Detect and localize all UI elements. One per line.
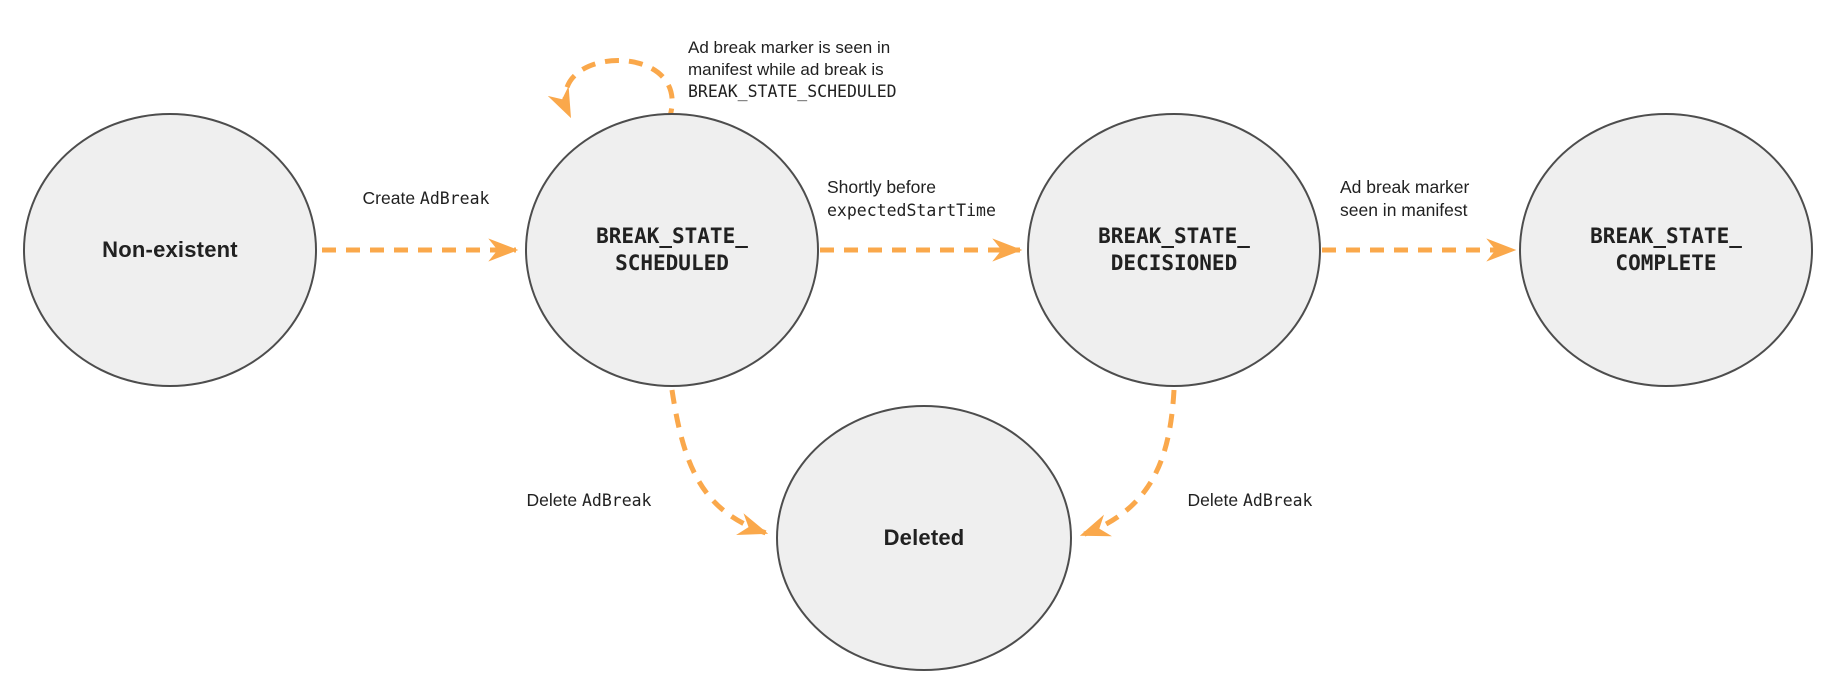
state-node-deleted: Deleted xyxy=(776,405,1072,671)
edge-label-marker-seen: Ad break marker seen in manifest xyxy=(1340,177,1470,220)
edge-self-loop-arrow xyxy=(547,58,675,123)
edge-label-create-adbreak: Create AdBreak xyxy=(362,188,490,208)
state-label-break-state-scheduled: BREAK_STATE_ SCHEDULED xyxy=(596,224,748,275)
state-label-break-state-complete: BREAK_STATE_ COMPLETE xyxy=(1590,224,1742,275)
edge-label-delete-adbreak-right: Delete AdBreak xyxy=(1187,490,1313,510)
state-node-break-state-scheduled: BREAK_STATE_ SCHEDULED xyxy=(525,113,819,387)
edge-delete-left-arrow xyxy=(669,389,769,536)
edge-label-delete-adbreak-left: Delete AdBreak xyxy=(526,490,652,510)
edge-label-self-loop: Ad break marker is seen in manifest whil… xyxy=(688,38,897,101)
state-node-break-state-decisioned: BREAK_STATE_ DECISIONED xyxy=(1027,113,1321,387)
state-node-non-existent: Non-existent xyxy=(23,113,317,387)
state-label-non-existent: Non-existent xyxy=(102,237,238,262)
state-node-break-state-complete: BREAK_STATE_ COMPLETE xyxy=(1519,113,1813,387)
state-label-deleted: Deleted xyxy=(883,525,965,550)
edge-delete-right-arrow xyxy=(1079,389,1177,538)
state-label-break-state-decisioned: BREAK_STATE_ DECISIONED xyxy=(1098,224,1250,275)
edge-label-shortly-before: Shortly before expectedStartTime xyxy=(827,177,996,220)
